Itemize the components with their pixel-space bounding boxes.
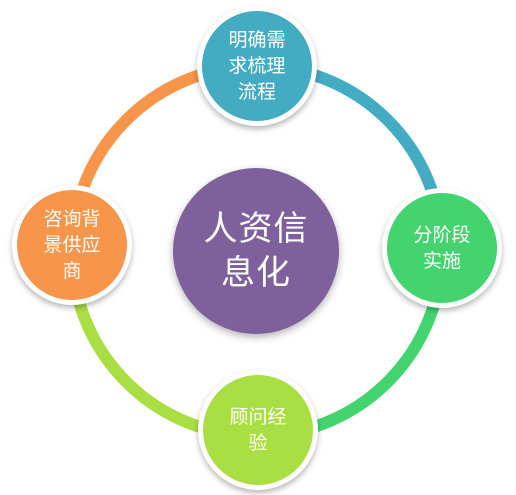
node-requirements-line-1: 明确需 [228,29,286,51]
node-phased-line-1: 分阶段 [413,224,471,246]
node-consultant-line-1: 顾问经 [229,406,287,428]
node-vendor-line-1: 咨询背 [43,208,101,230]
node-vendor-line-3: 商 [62,260,82,282]
node-requirements: 明确需 求梳理 流程 [197,6,317,126]
center-node: 人资信 息化 [173,168,339,334]
node-phased-line-2: 实施 [422,250,461,272]
node-requirements-line-2: 求梳理 [228,55,286,77]
node-consultant-line-2: 验 [248,432,268,454]
center-line-2: 息化 [221,253,291,293]
node-vendor-background: 咨询背 景供应 商 [12,185,132,305]
node-consultant-experience: 顾问经 验 [198,370,318,490]
center-line-1: 人资信 [203,209,309,249]
node-requirements-line-3: 流程 [237,81,276,103]
node-phased-implementation: 分阶段 实施 [382,188,502,308]
node-vendor-line-2: 景供应 [43,234,101,256]
